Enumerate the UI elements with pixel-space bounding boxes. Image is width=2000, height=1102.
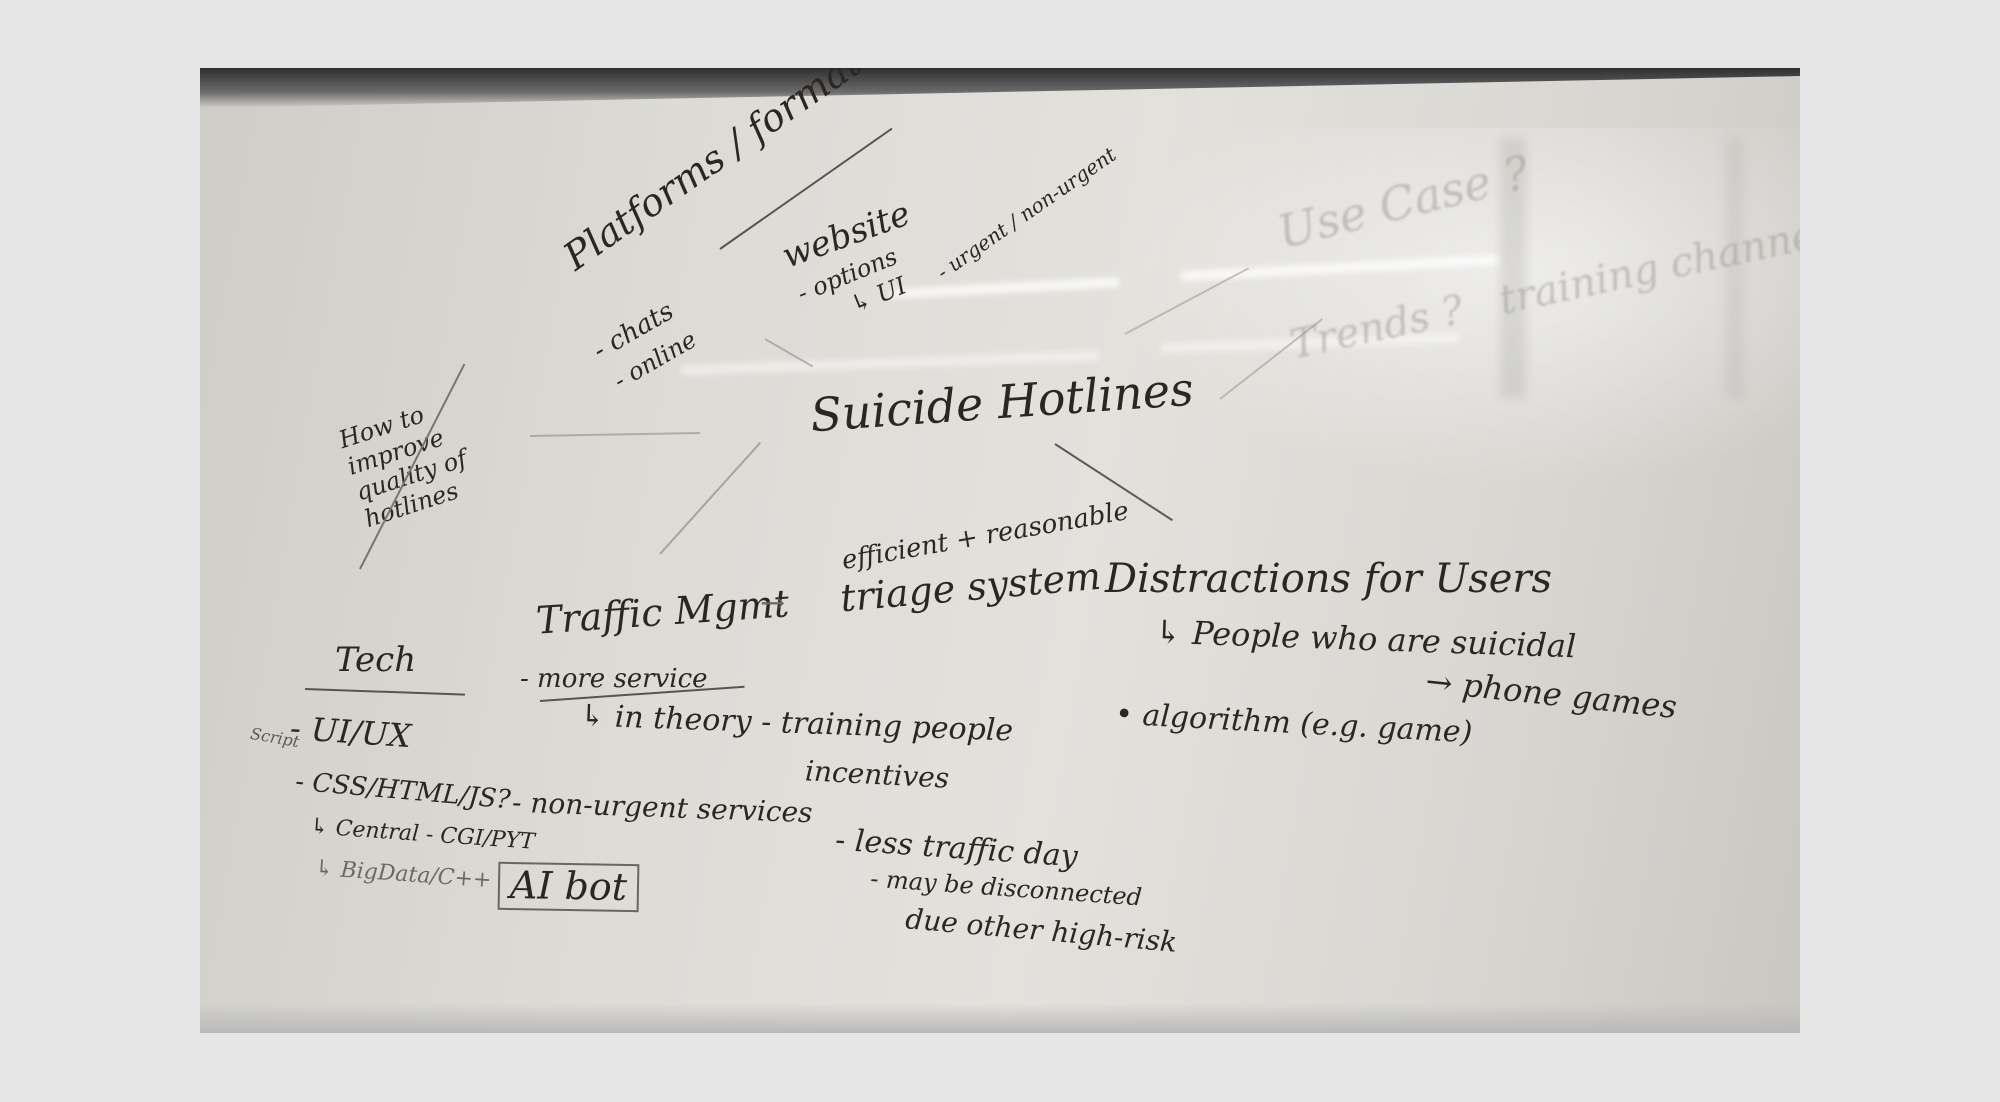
due-other-high-risk: due other high-risk xyxy=(904,902,1179,959)
tech-title: Tech xyxy=(335,640,417,680)
tech-bigdata: ↳ BigData/C++ xyxy=(314,855,493,894)
ceiling-light-reflection xyxy=(889,276,1121,300)
tech-css: - CSS/HTML/JS? xyxy=(294,766,512,816)
in-theory-training: ↳ in theory - training people xyxy=(579,698,1014,749)
traffic-arrow: → xyxy=(760,586,786,621)
whiteboard-top-frame xyxy=(200,68,1800,108)
non-urgent-services: - non-urgent services xyxy=(511,785,814,830)
distractions-algorithm: • algorithm (e.g. game) xyxy=(1114,696,1474,751)
quality-note: How to improve quality of hotlines xyxy=(335,400,471,533)
distractions-title: Distractions for Users xyxy=(1105,556,1553,602)
ai-bot: AI bot xyxy=(497,861,640,913)
light-glare xyxy=(1100,128,1800,488)
traffic-title: Traffic Mgmt xyxy=(534,581,791,643)
platforms-urgent: - urgent / non-urgent xyxy=(932,142,1121,285)
erased-writing xyxy=(1500,138,1744,398)
whiteboard-photo: Use Case ? Trends ? training channel Sui… xyxy=(200,68,1800,1033)
connector-line xyxy=(659,441,762,555)
distractions-people: ↳ People who are suicidal xyxy=(1154,612,1577,666)
tech-ui-ux: - UI/UX xyxy=(288,708,413,756)
connector-line xyxy=(529,432,700,437)
whiteboard-bottom-tray xyxy=(200,1003,1800,1033)
underline-stroke xyxy=(304,688,465,696)
tech-central: ↳ Central - CGI/PYT xyxy=(309,814,536,855)
more-service: - more service xyxy=(520,664,708,694)
incentives: incentives xyxy=(804,754,951,795)
